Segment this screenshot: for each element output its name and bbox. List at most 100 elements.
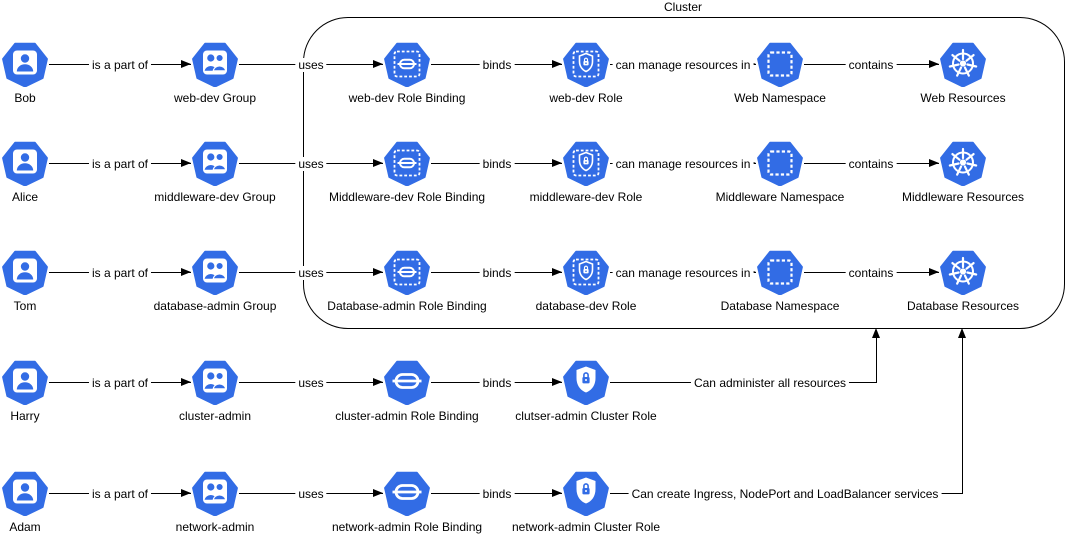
edge-line	[876, 336, 877, 383]
edge-label: Can create Ingress, NodePort and LoadBal…	[628, 487, 942, 501]
user-icon	[2, 41, 48, 87]
node-label: Database-admin Role Binding	[327, 299, 487, 313]
node-web-namespace	[757, 41, 803, 87]
node-label: web-dev Role Binding	[348, 91, 466, 105]
node-database-admin-role-binding	[384, 249, 430, 295]
node-middleware-dev-role	[563, 140, 609, 186]
node-bob	[2, 41, 48, 87]
node-label: Database Namespace	[720, 299, 840, 313]
node-database-namespace	[757, 249, 803, 295]
arrowhead-right-icon	[181, 159, 191, 167]
role-binding-icon	[384, 249, 430, 295]
node-middleware-dev-group	[192, 140, 238, 186]
node-web-dev-role	[563, 41, 609, 87]
node-label: Harry	[10, 409, 40, 423]
resources-icon	[940, 140, 986, 186]
resources-icon	[940, 41, 986, 87]
cluster-boundary	[303, 17, 1065, 329]
namespace-icon	[757, 249, 803, 295]
node-label: Web Namespace	[734, 91, 826, 105]
edge-label: binds	[479, 266, 515, 280]
edge-label: uses	[295, 157, 327, 171]
arrowhead-right-icon	[552, 268, 562, 276]
node-middleware-namespace	[757, 140, 803, 186]
node-label: network-admin Role Binding	[331, 520, 483, 534]
node-network-admin-cluster-role	[563, 470, 609, 516]
arrowhead-right-icon	[181, 268, 191, 276]
node-cluster-admin	[192, 359, 238, 405]
node-web-dev-role-binding	[384, 41, 430, 87]
node-label: Middleware Namespace	[715, 190, 845, 204]
arrowhead-right-icon	[552, 60, 562, 68]
edge-label: can manage resources in	[612, 157, 754, 171]
node-network-admin	[192, 470, 238, 516]
edge-label: can manage resources in	[612, 58, 754, 72]
arrowhead-right-icon	[181, 378, 191, 386]
arrowhead-right-icon	[373, 268, 383, 276]
role-binding-icon	[384, 140, 430, 186]
group-icon	[192, 249, 238, 295]
edge-label: binds	[479, 58, 515, 72]
edge-label: Can administer all resources	[690, 376, 850, 390]
edge-label: contains	[845, 58, 897, 72]
node-label: middleware-dev Group	[154, 190, 276, 204]
namespace-icon	[757, 140, 803, 186]
node-database-dev-role	[563, 249, 609, 295]
edge-label: binds	[479, 487, 515, 501]
edge-line	[962, 336, 963, 494]
edge-label: uses	[295, 487, 327, 501]
node-label: database-dev Role	[535, 299, 637, 313]
arrowhead-right-icon	[373, 159, 383, 167]
node-label: Alice	[11, 190, 39, 204]
node-alice	[2, 140, 48, 186]
node-label: web-dev Role	[549, 91, 623, 105]
node-label: clutser-admin Cluster Role	[515, 409, 657, 423]
node-label: cluster-admin Role Binding	[335, 409, 479, 423]
node-label: Database Resources	[906, 299, 1020, 313]
node-network-admin-role-binding	[384, 470, 430, 516]
group-icon	[192, 359, 238, 405]
edge-label: is a part of	[88, 58, 152, 72]
arrowhead-right-icon	[181, 489, 191, 497]
resources-icon	[940, 249, 986, 295]
node-label: database-admin Group	[153, 299, 277, 313]
node-label: network-admin Cluster Role	[511, 520, 661, 534]
node-harry	[2, 359, 48, 405]
node-label: network-admin	[175, 520, 255, 534]
cluster-role-binding-icon	[384, 359, 430, 405]
arrowhead-right-icon	[373, 378, 383, 386]
cluster-label: Cluster	[663, 0, 703, 14]
arrowhead-up-icon	[872, 328, 880, 338]
node-label: Web Resources	[920, 91, 1006, 105]
edge-label: is a part of	[88, 487, 152, 501]
cluster-role-icon	[563, 359, 609, 405]
user-icon	[2, 470, 48, 516]
edge-label: contains	[845, 266, 897, 280]
node-tom	[2, 249, 48, 295]
edge-label: binds	[479, 157, 515, 171]
arrowhead-up-icon	[958, 328, 966, 338]
role-binding-icon	[384, 41, 430, 87]
node-database-resources	[940, 249, 986, 295]
node-cluster-admin-role-binding	[384, 359, 430, 405]
user-icon	[2, 140, 48, 186]
edge-label: is a part of	[88, 157, 152, 171]
arrowhead-right-icon	[552, 489, 562, 497]
role-icon	[563, 41, 609, 87]
arrowhead-right-icon	[552, 378, 562, 386]
edge-label: can manage resources in	[612, 266, 754, 280]
node-middleware-dev-role-binding	[384, 140, 430, 186]
cluster-role-icon	[563, 470, 609, 516]
node-database-admin-group	[192, 249, 238, 295]
node-label: Adam	[9, 520, 41, 534]
edge-label: contains	[845, 157, 897, 171]
group-icon	[192, 140, 238, 186]
node-label: Middleware Resources	[901, 190, 1025, 204]
node-clutser-admin-cluster-role	[563, 359, 609, 405]
arrowhead-right-icon	[929, 268, 939, 276]
node-label: Middleware-dev Role Binding	[328, 190, 486, 204]
node-label: cluster-admin	[178, 409, 252, 423]
node-web-resources	[940, 41, 986, 87]
node-label: web-dev Group	[173, 91, 257, 105]
